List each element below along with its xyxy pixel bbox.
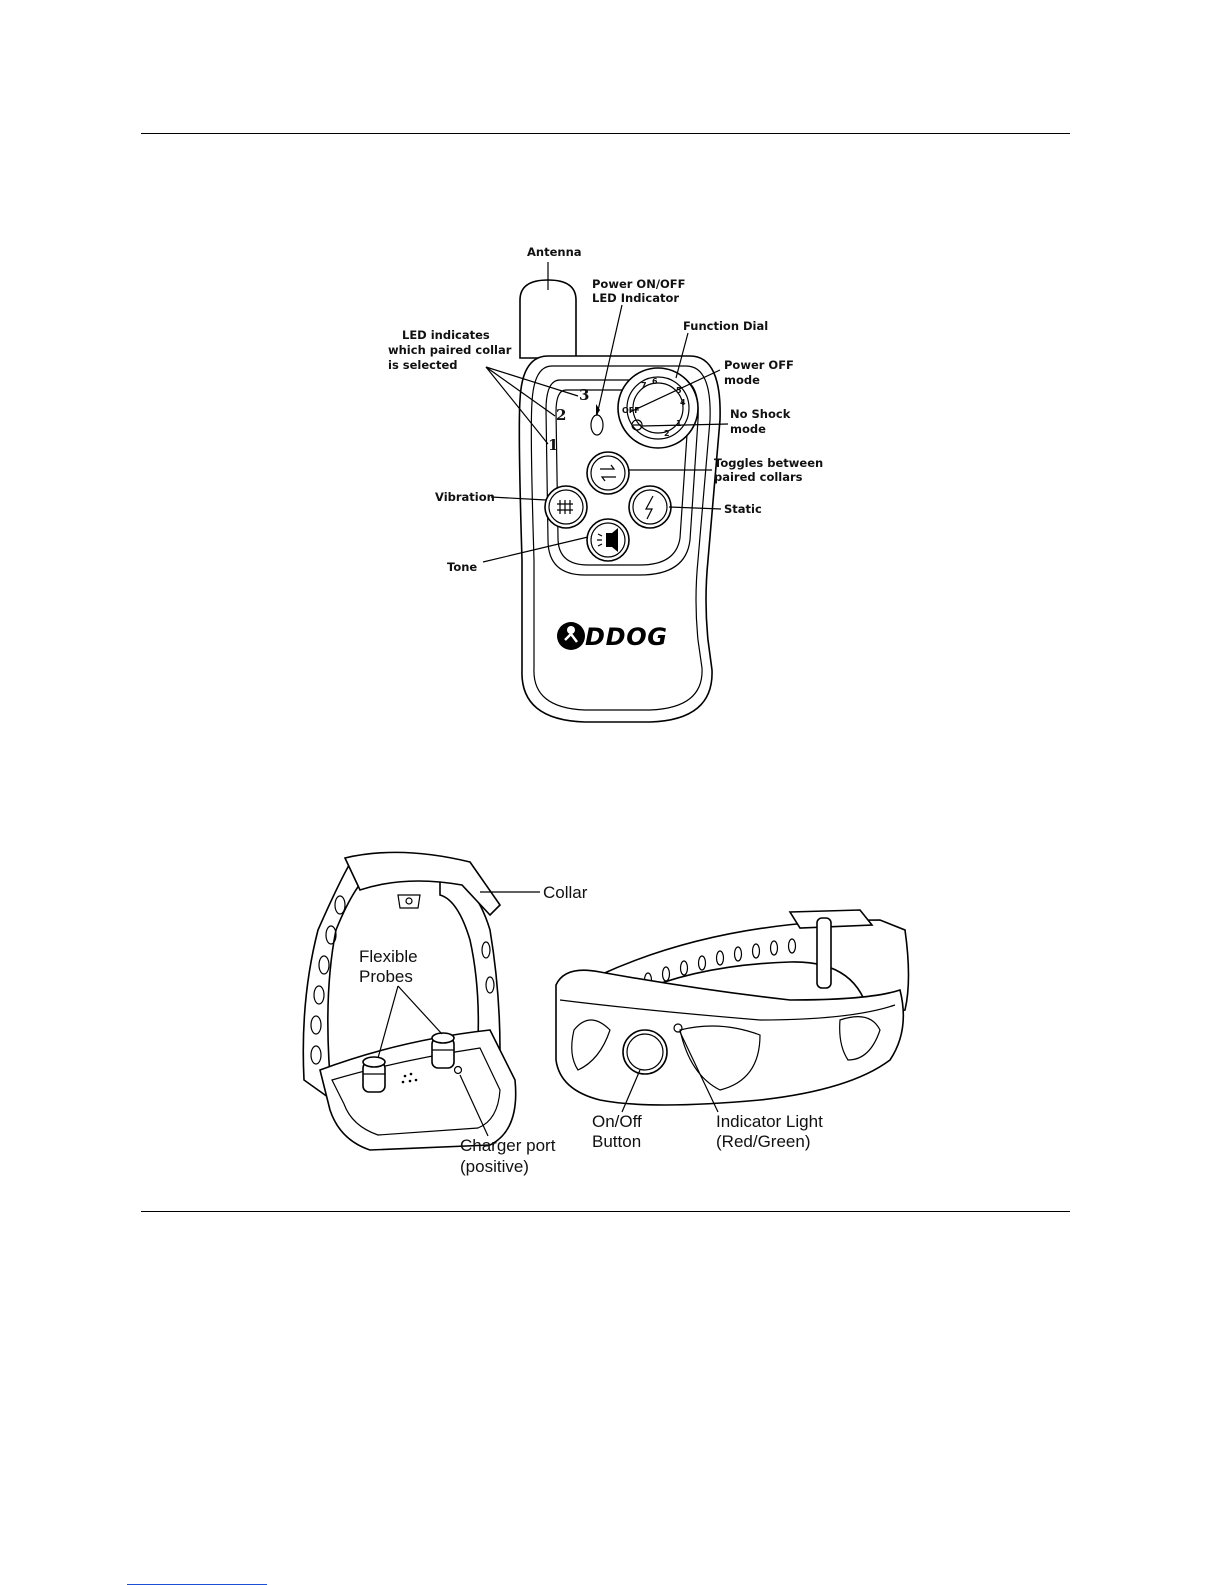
onoff-label-line1: On/Off	[592, 1112, 642, 1131]
vibration-icon	[557, 500, 573, 514]
dial-number-4: 4	[680, 398, 686, 407]
no-shock-label-line1: No Shock	[730, 407, 791, 421]
antenna	[520, 280, 576, 358]
toggle-label-line1: Toggles between	[714, 456, 823, 470]
vibration-button[interactable]	[545, 486, 587, 528]
collar-receiver-back-view	[303, 852, 515, 1150]
led-collar-label-line3: is selected	[388, 358, 458, 372]
receiver-body	[556, 970, 903, 1105]
dial-number-6: 6	[652, 377, 658, 386]
indicator-label-line1: Indicator Light	[716, 1112, 823, 1131]
charger-label-line2: (positive)	[460, 1157, 529, 1176]
logo-text: DDOG	[585, 623, 667, 651]
dial-number-2: 2	[664, 429, 670, 438]
ddog-logo: DDOG	[557, 622, 667, 651]
toggle-label-line2: paired collars	[714, 470, 803, 484]
flexible-probe-left	[363, 1057, 385, 1092]
power-led-label-line2: LED Indicator	[592, 291, 679, 305]
toggle-collar-button[interactable]	[587, 452, 629, 494]
on-off-button[interactable]	[623, 1030, 667, 1074]
no-shock-label-line2: mode	[730, 422, 766, 436]
led-collar-label-line1: LED indicates	[402, 328, 490, 342]
collar-receiver-front-view	[556, 910, 909, 1105]
remote-transmitter: OFF 1 2 4 5 6 7 1 2 3	[388, 245, 823, 722]
tone-button[interactable]	[587, 519, 629, 561]
tone-label: Tone	[447, 560, 477, 574]
power-off-label-line2: mode	[724, 373, 760, 387]
dial-off-label: OFF	[622, 406, 640, 415]
dial-number-1: 1	[676, 419, 682, 428]
function-dial-label: Function Dial	[683, 319, 768, 333]
static-button[interactable]	[629, 486, 671, 528]
charger-label-line1: Charger port	[460, 1136, 556, 1155]
collar-label: Collar	[543, 883, 588, 902]
led-number-3: 3	[579, 386, 589, 404]
probes-label-line1: Flexible	[359, 947, 418, 966]
indicator-label-line2: (Red/Green)	[716, 1132, 810, 1151]
function-dial[interactable]: OFF 1 2 4 5 6 7	[618, 368, 698, 448]
led-collar-label-line2: which paired collar	[388, 343, 512, 357]
flexible-probe-right	[432, 1033, 454, 1068]
static-label: Static	[724, 502, 762, 516]
onoff-label-line2: Button	[592, 1132, 641, 1151]
power-off-label-line1: Power OFF	[724, 358, 794, 372]
power-led-label-line1: Power ON/OFF	[592, 277, 686, 291]
led-number-1: 1	[548, 436, 558, 454]
dial-number-7: 7	[641, 381, 647, 390]
led-number-2: 2	[556, 406, 566, 424]
antenna-label: Antenna	[527, 245, 582, 259]
probes-label-line2: Probes	[359, 967, 413, 986]
vibration-label: Vibration	[435, 490, 495, 504]
